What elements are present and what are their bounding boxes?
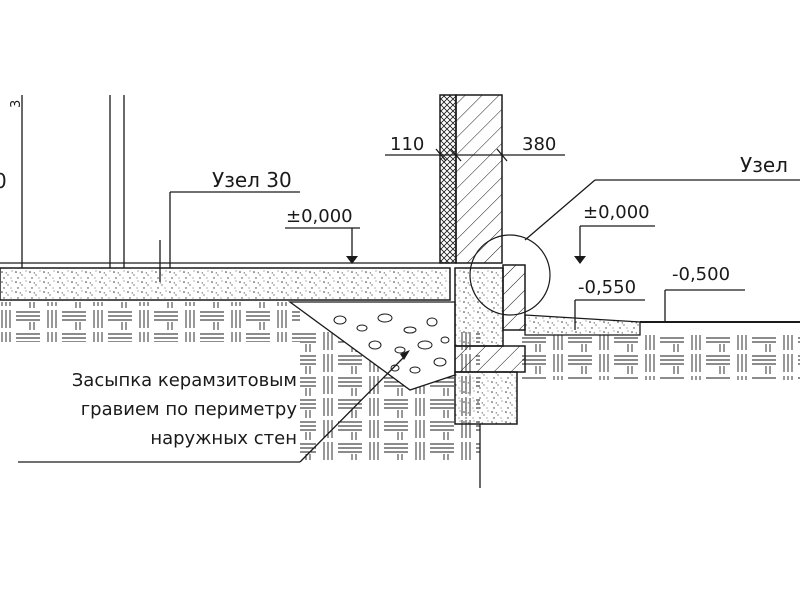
note-line-3: наружных стен: [150, 428, 297, 449]
floor-slab: [0, 240, 451, 301]
note-leader: [18, 350, 410, 463]
level-floor-label: ±0,000: [286, 206, 353, 227]
wall-insulation: [439, 94, 457, 264]
blind-area: [524, 314, 800, 336]
level-blind-label: -0,550: [578, 277, 636, 298]
level-outer-label: ±0,000: [583, 202, 650, 223]
left-edge-partial: 0: [0, 169, 7, 193]
top-dimension-line: [385, 148, 565, 162]
level-ground-label: -0,500: [672, 264, 730, 285]
foundation-blocks: [454, 264, 526, 488]
node-leaders: [169, 179, 800, 268]
dim-insulation-label: 110: [390, 134, 424, 155]
note-line-2: гравием по периметру: [81, 399, 298, 420]
node-right-label: Узел: [740, 153, 788, 177]
level-marks: [285, 225, 745, 330]
left-edge-number: 3: [9, 100, 24, 108]
left-column-lines: [21, 95, 125, 268]
detail-circle: [469, 234, 551, 316]
node-30-label: Узел 30: [212, 168, 292, 192]
gravel-backfill: [288, 301, 456, 391]
dim-wall-label: 380: [522, 134, 556, 155]
exterior-wall: [455, 94, 503, 264]
note-line-1: Засыпка керамзитовым: [72, 370, 297, 391]
